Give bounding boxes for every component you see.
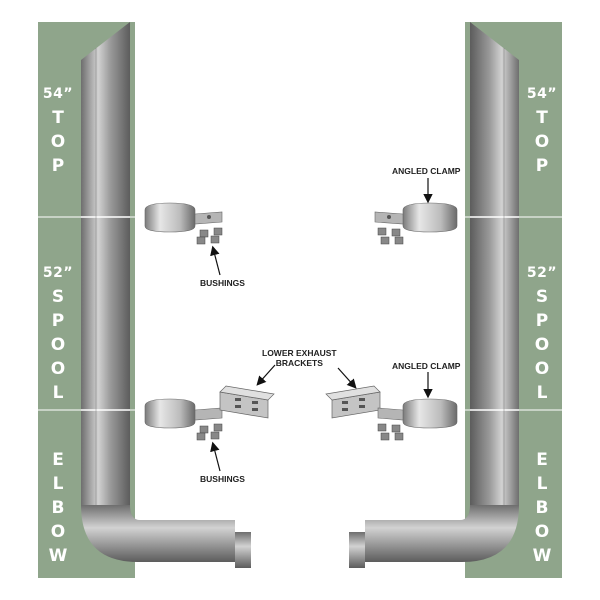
arrow-icon [210, 245, 221, 276]
angled-clamp-icon [377, 398, 458, 429]
left-exhaust-stack-icon [81, 22, 251, 568]
vertical-letter: T [536, 108, 548, 128]
bushing-icon [196, 227, 223, 245]
angled-clamp-icon [144, 202, 223, 233]
vertical-letter: P [51, 311, 65, 331]
vertical-letter: O [534, 359, 550, 379]
vertical-letter: P [51, 156, 65, 176]
bushing-icon [377, 423, 404, 441]
vertical-letter: E [536, 450, 548, 470]
vertical-letter: W [532, 546, 552, 566]
left-spool-size: 52” [42, 265, 74, 281]
vertical-letter: B [51, 498, 65, 518]
arrow-icon [337, 367, 357, 389]
vertical-letter: O [50, 335, 66, 355]
arrow-icon [210, 441, 221, 472]
vertical-letter: O [534, 335, 550, 355]
lower-exhaust-brackets-line2: BRACKETS [275, 358, 323, 368]
right-spool-size: 52” [526, 265, 558, 281]
vertical-letter: S [51, 287, 65, 307]
vertical-letter: O [534, 522, 550, 542]
vertical-letter: P [535, 311, 549, 331]
angled-clamp-label-upper: ANGLED CLAMP [392, 166, 461, 176]
lower-exhaust-bracket-icon [219, 385, 275, 419]
right-top-size: 54” [526, 86, 558, 102]
right-exhaust-stack-icon [349, 22, 519, 568]
vertical-letter: L [52, 474, 64, 494]
vertical-letter: S [535, 287, 549, 307]
angled-clamp-label-lower: ANGLED CLAMP [392, 361, 461, 371]
bushing-icon [377, 227, 404, 245]
bushings-label-lower: BUSHINGS [200, 474, 245, 484]
lower-exhaust-bracket-icon [325, 385, 381, 419]
vertical-letter: B [535, 498, 549, 518]
vertical-letter: O [534, 132, 550, 152]
vertical-letter: P [535, 156, 549, 176]
bushings-label-upper: BUSHINGS [200, 278, 245, 288]
vertical-letter: O [50, 359, 66, 379]
left-top-size: 54” [42, 86, 74, 102]
lower-exhaust-brackets-label: LOWER EXHAUST BRACKETS [262, 348, 337, 368]
arrow-icon [256, 364, 276, 386]
vertical-letter: O [50, 522, 66, 542]
vertical-letter: L [536, 474, 548, 494]
vertical-letter: L [52, 383, 64, 403]
vertical-letter: O [50, 132, 66, 152]
vertical-letter: T [52, 108, 64, 128]
vertical-letter: W [48, 546, 68, 566]
bushing-icon [196, 423, 223, 441]
vertical-letter: E [52, 450, 64, 470]
angled-clamp-icon [144, 398, 223, 429]
vertical-letter: L [536, 383, 548, 403]
lower-exhaust-brackets-line1: LOWER EXHAUST [262, 348, 337, 358]
angled-clamp-icon [374, 202, 458, 233]
